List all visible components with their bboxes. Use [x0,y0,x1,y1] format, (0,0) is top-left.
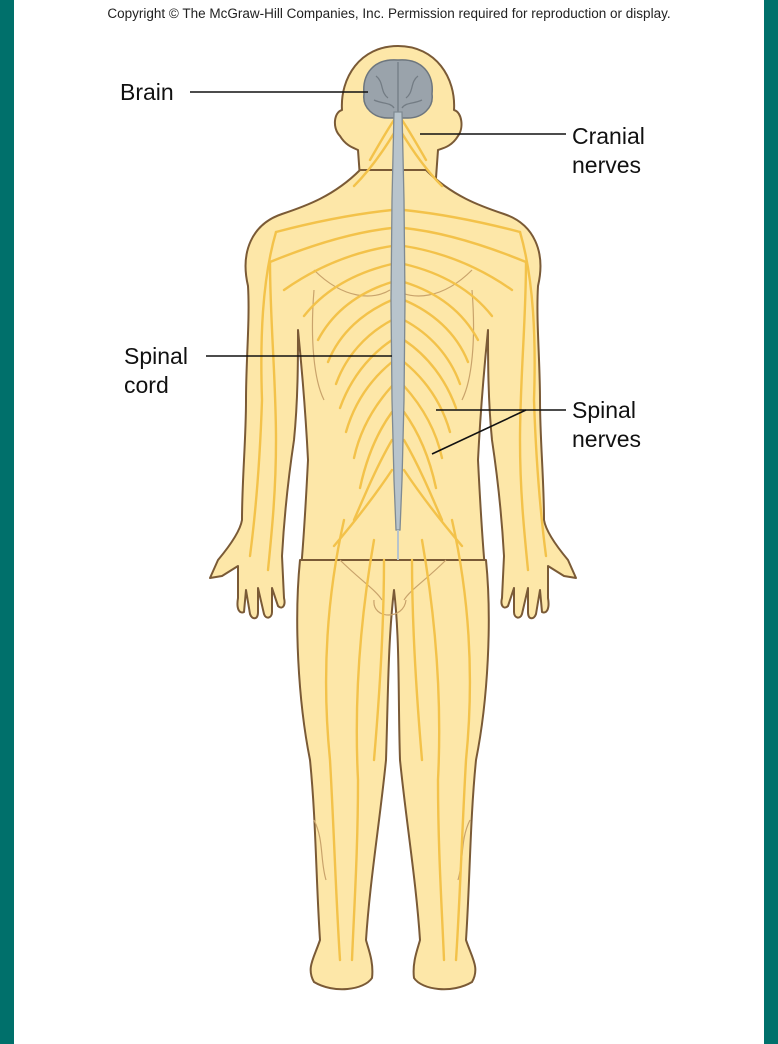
label-spinal-nerves-line-1: Spinal [572,396,641,425]
brain-illustration [364,60,432,118]
label-spinal-nerves: Spinal nerves [572,396,641,454]
label-spinal-cord-line-1: Spinal [124,342,188,371]
label-spinal-nerves-line-2: nerves [572,425,641,454]
label-spinal-cord: Spinal cord [124,342,188,400]
legs [297,560,489,989]
label-brain-text: Brain [120,79,174,105]
label-brain: Brain [120,78,174,107]
label-cranial-nerves-line-2: nerves [572,151,645,180]
label-cranial-nerves-line-1: Cranial [572,122,645,151]
spinal-cord-illustration [391,112,405,530]
nervous-system-diagram [14,0,764,1044]
label-cranial-nerves: Cranial nerves [572,122,645,180]
figure-frame: Copyright © The McGraw-Hill Companies, I… [14,0,764,1044]
label-spinal-cord-line-2: cord [124,371,188,400]
